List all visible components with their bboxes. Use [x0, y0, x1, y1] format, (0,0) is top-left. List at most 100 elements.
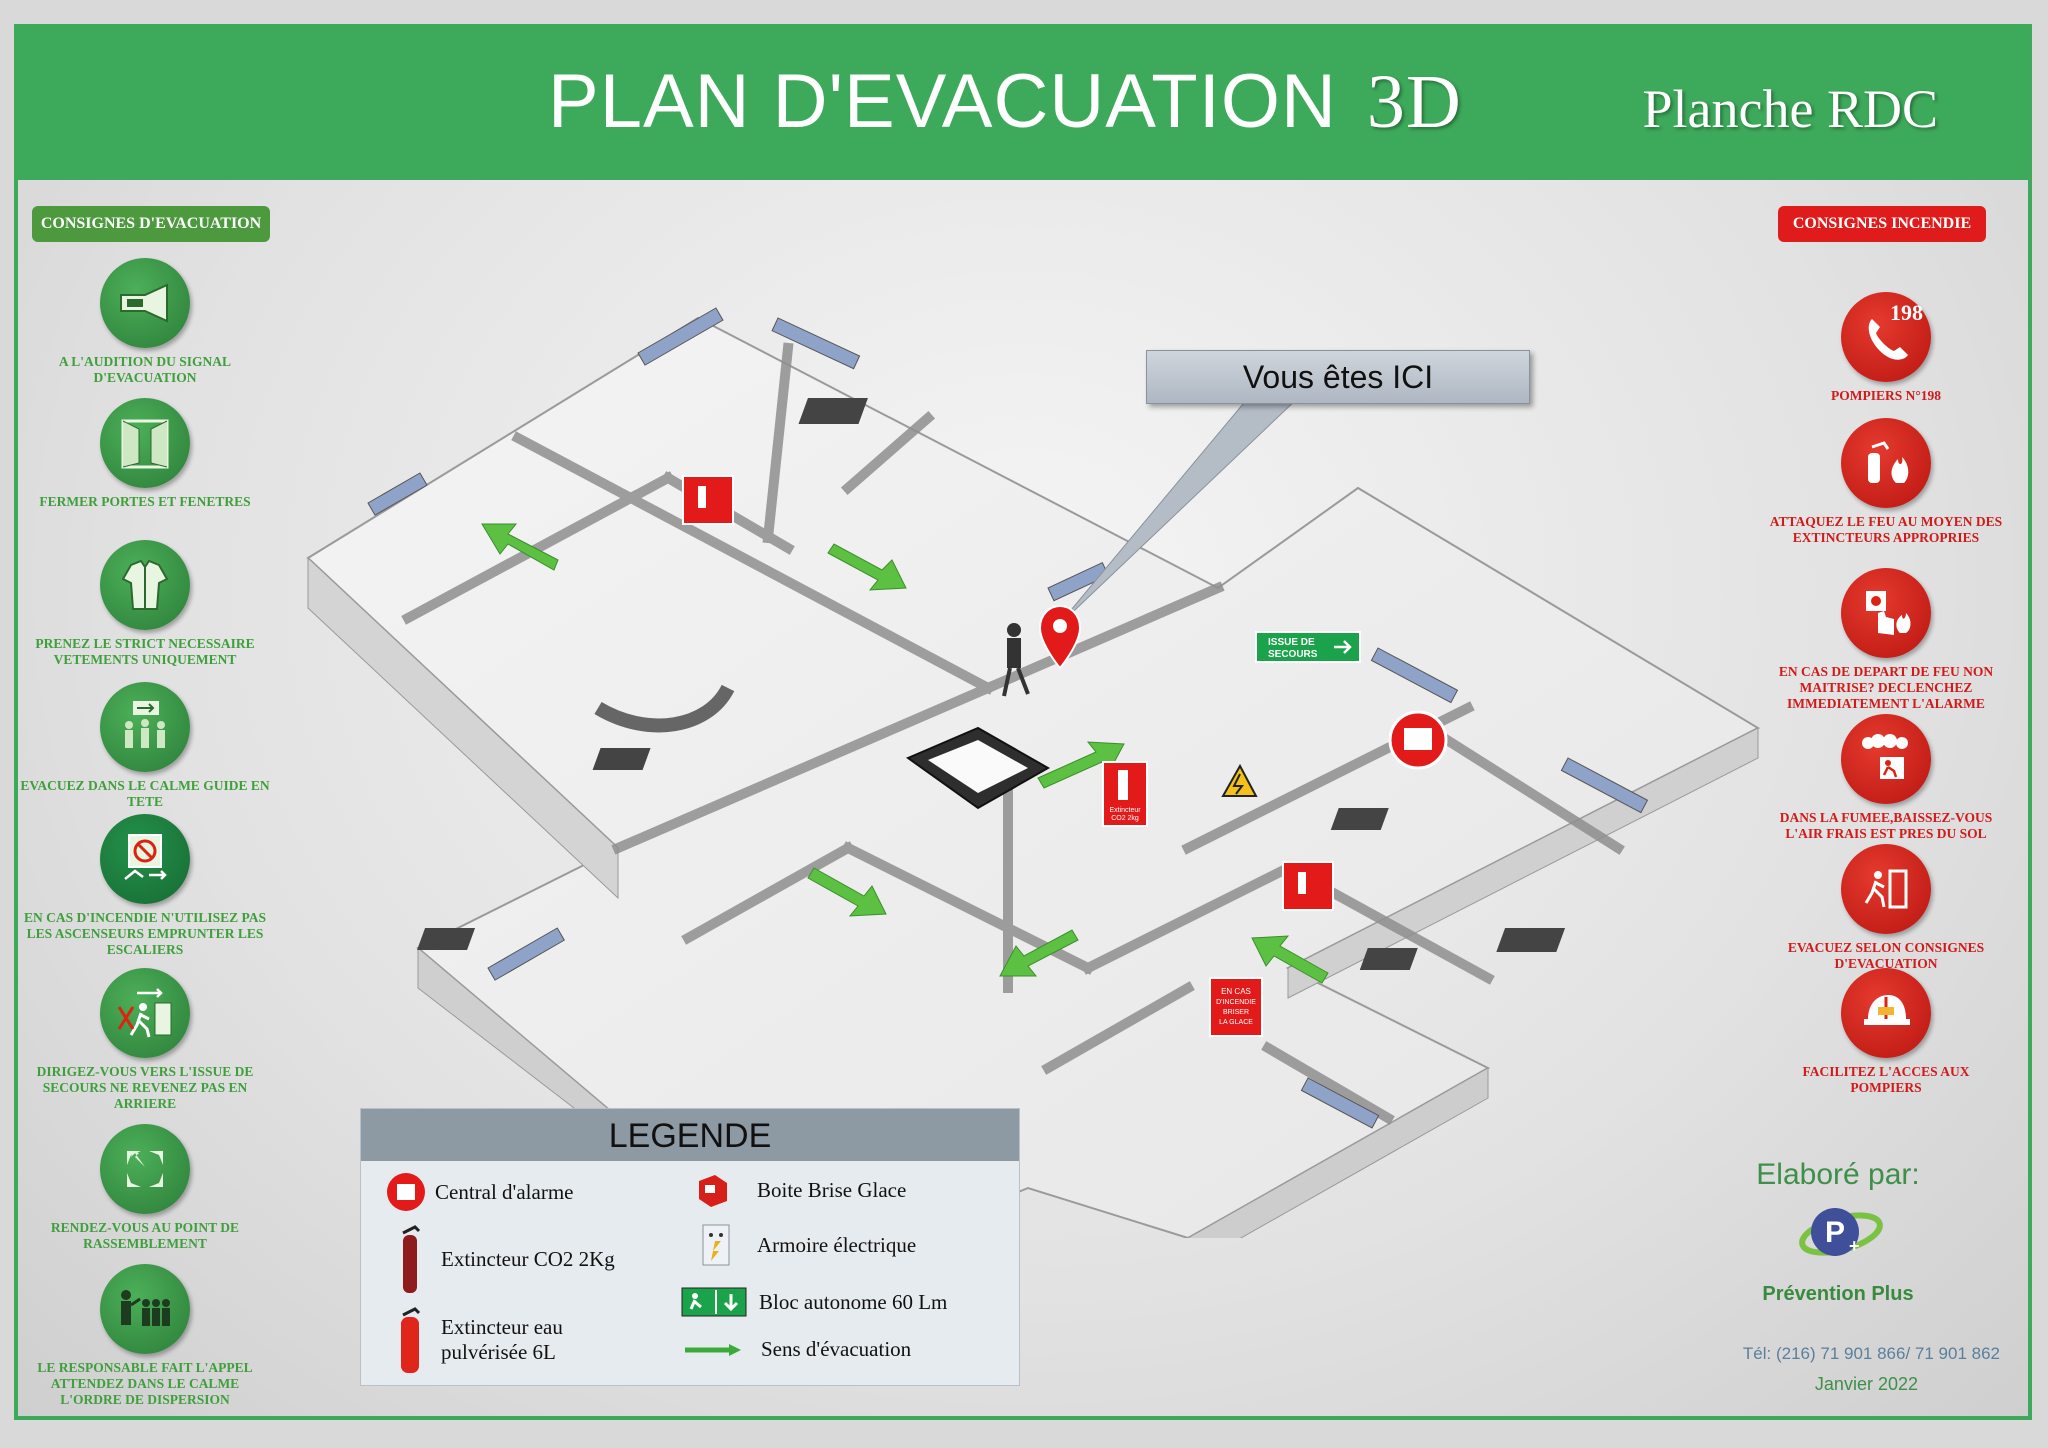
legend-item-alarm: Central d'alarme: [387, 1173, 573, 1211]
evacuation-heading: CONSIGNES D'EVACUATION: [32, 206, 270, 242]
alarm-panel-icon: [387, 1173, 425, 1211]
legend-item-co2: Extincteur CO2 2Kg: [395, 1223, 615, 1295]
evac-item-4: EVACUEZ DANS LE CALME GUIDE EN TETE: [20, 682, 270, 810]
fire-item-1: 198 POMPIERS N°198: [1766, 292, 2006, 404]
svg-text:P: P: [1825, 1216, 1845, 1249]
legend-title: LEGENDE: [361, 1109, 1019, 1161]
clothes-icon: [100, 540, 190, 630]
svg-text:ISSUE DE: ISSUE DE: [1268, 637, 1315, 648]
person-figure: [1002, 623, 1030, 697]
prevention-plus-logo-icon: P +: [1799, 1208, 1883, 1256]
fire-item-2: ATTAQUEZ LE FEU AU MOYEN DES EXTINCTEURS…: [1766, 418, 2006, 546]
legend-item-electrical: Armoire électrique: [701, 1223, 916, 1267]
evacuation-plan-board: PLAN D'EVACUATION 3D Planche RDC CONSIGNE…: [14, 24, 2032, 1420]
title-3d: 3D: [1366, 60, 1462, 144]
no-elevator-icon: [100, 814, 190, 904]
fire-item-4: DANS LA FUMEE,BAISSEZ-VOUS L'AIR FRAIS E…: [1766, 714, 2006, 842]
evacuation-arrow: [827, 543, 907, 591]
fire-item-3: EN CAS DE DEPART DE FEU NON MAITRISE? DE…: [1766, 568, 2006, 712]
alarm-horn-icon: [100, 258, 190, 348]
floor-plan-3d: Extincteur CO2 2kg EN CAS D'INCENDIE BRI…: [306, 307, 1761, 1238]
co2-extinguisher-sign: Extincteur CO2 2kg: [1102, 761, 1148, 827]
evacuation-arrows: [481, 523, 1329, 984]
fire-item-label: POMPIERS N°198: [1830, 388, 1942, 403]
extinguisher-fire-icon: [1841, 418, 1931, 508]
alarm-button-icon: [1841, 568, 1931, 658]
header-banner: PLAN D'EVACUATION 3D Planche RDC: [18, 28, 2028, 180]
evac-item-8: LE RESPONSABLE FAIT L'APPEL ATTENDEZ DAN…: [20, 1264, 270, 1408]
door-window-icon: [100, 398, 190, 488]
evac-item-5: EN CAS D'INCENDIE N'UTILISEZ PAS LES ASC…: [20, 814, 270, 958]
evac-item-label: A L'AUDITION DU SIGNAL D'EVACUATION: [58, 354, 232, 385]
fire-extinguisher-sign: [682, 475, 734, 525]
electrical-cabinet-icon: [702, 1224, 730, 1266]
evac-item-label: EN CAS D'INCENDIE N'UTILISEZ PAS LES ASC…: [23, 910, 267, 957]
evac-item-3: PRENEZ LE STRICT NECESSAIRE VETEMENTS UN…: [20, 540, 270, 668]
emergency-light-icon: [681, 1287, 747, 1317]
evac-item-label: DIRIGEZ-VOUS VERS L'ISSUE DE SECOURS NE …: [36, 1064, 254, 1111]
legend-item-arrow: Sens d'évacuation: [683, 1337, 911, 1362]
assembly-point-icon: [100, 1124, 190, 1214]
brand-name: Prévention Plus: [1762, 1283, 1914, 1305]
fire-item-label: DANS LA FUMEE,BAISSEZ-VOUS L'AIR FRAIS E…: [1779, 810, 1993, 841]
break-glass-box-icon: [699, 1175, 727, 1207]
credit-block: Elaboré par: P + Prévention Plus: [1708, 1158, 1968, 1306]
evac-item-label: FERMER PORTES ET FENETRES: [39, 494, 251, 509]
exit-run-icon: [1841, 844, 1931, 934]
emergency-exit-sign: ISSUE DE SECOURS: [1255, 631, 1361, 663]
fire-item-label: ATTAQUEZ LE FEU AU MOYEN DES EXTINCTEURS…: [1769, 514, 2003, 545]
svg-text:SECOURS: SECOURS: [1268, 649, 1318, 660]
title-main: PLAN D'EVACUATION: [548, 59, 1337, 144]
legend-panel: LEGENDE Central d'alarme Extincteur CO2 …: [360, 1108, 1020, 1386]
evac-item-1: A L'AUDITION DU SIGNAL D'EVACUATION: [20, 258, 270, 386]
fire-extinguisher-sign: [1282, 861, 1334, 911]
roll-call-icon: [100, 1264, 190, 1354]
office-desks: [417, 398, 1566, 970]
electrical-hazard-sign: [1221, 763, 1258, 797]
svg-text:EN CAS: EN CAS: [1221, 987, 1251, 996]
plan-date: Janvier 2022: [1814, 1374, 1918, 1394]
evac-item-label: LE RESPONSABLE FAIT L'APPEL ATTENDEZ DAN…: [37, 1360, 253, 1407]
outer-wall: [307, 556, 619, 900]
evac-item-label: RENDEZ-VOUS AU POINT DE RASSEMBLEMENT: [50, 1220, 240, 1251]
phone-numbers: Tél: (216) 71 901 866/ 71 901 862: [1742, 1344, 2000, 1363]
evacuation-arrow: [481, 523, 559, 571]
phone-icon: 198: [1841, 292, 1931, 382]
sheet-label: Planche RDC: [1642, 79, 1938, 139]
exit-door-icon: [100, 968, 190, 1058]
fire-item-5: EVACUEZ SELON CONSIGNES D'EVACUATION: [1766, 844, 2006, 972]
svg-text:LA GLACE: LA GLACE: [1219, 1019, 1253, 1026]
fire-heading: CONSIGNES INCENDIE: [1778, 206, 1986, 242]
evac-item-label: EVACUEZ DANS LE CALME GUIDE EN TETE: [20, 778, 270, 809]
windows: [367, 307, 1649, 1129]
location-pin-icon: [1038, 604, 1082, 670]
evac-item-7: RENDEZ-VOUS AU POINT DE RASSEMBLEMENT: [20, 1124, 270, 1252]
outer-wall: [1187, 1067, 1489, 1238]
fire-item-label: EVACUEZ SELON CONSIGNES D'EVACUATION: [1787, 940, 1985, 971]
group-exit-icon: [100, 682, 190, 772]
svg-text:BRISER: BRISER: [1223, 1009, 1249, 1016]
legend-item-break-glass: Boite Brise Glace: [695, 1171, 906, 1209]
evac-item-6: DIRIGEZ-VOUS VERS L'ISSUE DE SECOURS NE …: [20, 968, 270, 1112]
evacuation-arrow: [1251, 935, 1329, 984]
fire-item-6: FACILITEZ L'ACCES AUX POMPIERS: [1766, 968, 2006, 1096]
svg-text:Extincteur: Extincteur: [1109, 807, 1141, 814]
smoke-crawl-icon: [1841, 714, 1931, 804]
evac-item-2: FERMER PORTES ET FENETRES: [20, 398, 270, 510]
evac-item-label: PRENEZ LE STRICT NECESSAIRE VETEMENTS UN…: [35, 636, 255, 667]
firefighter-helmet-icon: [1841, 968, 1931, 1058]
evacuation-arrow: [1037, 741, 1125, 789]
page-title: PLAN D'EVACUATION 3D: [548, 58, 1462, 146]
fire-item-label: EN CAS DE DEPART DE FEU NON MAITRISE? DE…: [1778, 664, 1994, 711]
svg-text:CO2 2kg: CO2 2kg: [1111, 815, 1139, 822]
legend-item-water: Extincteur eau pulvérisée 6L: [395, 1305, 563, 1375]
emergency-number-badge: 198: [1890, 300, 1923, 325]
svg-text:D'INCENDIE: D'INCENDIE: [1216, 999, 1256, 1006]
reception-desk: [594, 684, 735, 733]
legend-item-emergency-light: Bloc autonome 60 Lm: [681, 1287, 947, 1317]
made-by-label: Elaboré par:: [1756, 1158, 1920, 1191]
svg-text:+: +: [1849, 1236, 1860, 1256]
fire-item-label: FACILITEZ L'ACCES AUX POMPIERS: [1802, 1064, 1970, 1095]
evacuation-arrow: [999, 929, 1079, 977]
alarm-central-marker: [1388, 710, 1448, 770]
